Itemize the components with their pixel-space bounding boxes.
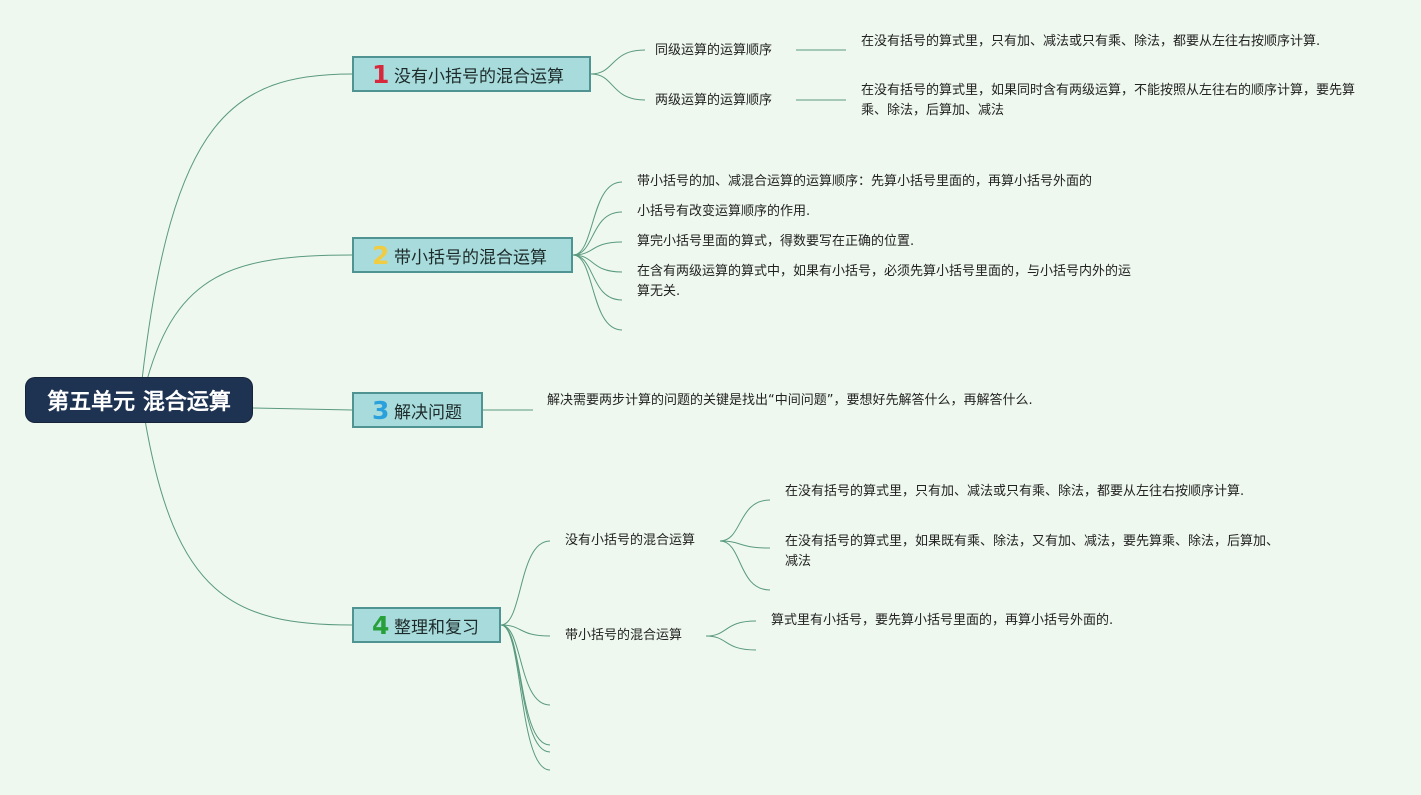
connector-line-3	[251, 407, 353, 411]
subtopic-label-1-2[interactable]: 两级运算的运算顺序	[655, 93, 773, 108]
topic-2-item-4[interactable]: 在含有两级运算的算式中，如果有小括号，必须先算小括号里面的，与小括号内外的运算无…	[637, 264, 1132, 299]
subtopic-label-4-1[interactable]: 没有小括号的混合运算	[565, 533, 696, 548]
connector-line-19	[500, 624, 551, 746]
connector-line-6	[590, 73, 646, 101]
subtopic-4-2-item-1: 算式里有小括号，要先算小括号里面的，再算小括号外面的.	[771, 613, 1114, 628]
root-node[interactable]: 第五单元 混合运算	[26, 378, 252, 422]
topic-label-1: 没有小括号的混合运算	[394, 66, 564, 87]
subtopic-label-1-1[interactable]: 同级运算的运算顺序	[655, 43, 773, 58]
connector-line-20	[500, 624, 551, 753]
subtopic-detail-1-1: 在没有括号的算式里，只有加、减法或只有乘、除法，都要从左往右按顺序计算.	[861, 34, 1321, 49]
topic-node-3[interactable]: 3 解决问题	[352, 392, 483, 428]
topic-2-item-2[interactable]: 小括号有改变运算顺序的作用.	[637, 204, 811, 219]
topic-label-3: 解决问题	[394, 402, 462, 423]
topic-number-4: 4	[372, 610, 390, 640]
topic-2-item-1[interactable]: 带小括号的加、减混合运算的运算顺序：先算小括号里面的，再算小括号外面的	[637, 174, 1093, 189]
connector-line-14	[572, 254, 623, 331]
subtopic-4-1-item-1: 在没有括号的算式里，只有加、减法或只有乘、除法，都要从左往右按顺序计算.	[785, 484, 1245, 499]
topic-number-2: 2	[372, 240, 390, 270]
connector-line-10	[572, 211, 623, 256]
topic-node-1[interactable]: 1 没有小括号的混合运算	[352, 56, 591, 92]
topic-label-4: 整理和复习	[394, 617, 479, 638]
connector-line-4	[144, 419, 353, 626]
connector-line-17	[500, 624, 551, 637]
topic-2-item-3[interactable]: 算完小括号里面的算式，得数要写在正确的位置.	[637, 234, 915, 249]
connector-line-18	[500, 624, 551, 706]
topic-node-4[interactable]: 4 整理和复习	[352, 607, 501, 643]
topic-number-1: 1	[372, 59, 390, 89]
topic-label-2: 带小括号的混合运算	[394, 247, 547, 268]
connector-line-5	[590, 49, 646, 75]
connector-line-11	[572, 241, 623, 256]
connector-line-16	[500, 540, 551, 626]
subtopic-detail-1-2: 在没有括号的算式里，如果同时含有两级运算，不能按照从左往右的顺序计算，要先算乘、…	[861, 83, 1356, 118]
connector-line-24	[719, 540, 771, 591]
connector-line-22	[719, 499, 771, 542]
subtopic-4-1-item-2: 在没有括号的算式里，如果既有乘、除法，又有加、减法，要先算乘、除法，后算加、减法	[785, 534, 1280, 569]
connector-line-23	[719, 540, 771, 549]
connector-line-12	[572, 254, 623, 273]
connector-line-9	[572, 181, 623, 256]
topic-node-2[interactable]: 2 带小括号的混合运算	[352, 237, 573, 273]
topic-3-detail[interactable]: 解决需要两步计算的问题的关键是找出“中间问题”，要想好先解答什么，再解答什么.	[547, 393, 1033, 408]
topic-number-3: 3	[372, 395, 390, 425]
subtopic-label-4-2[interactable]: 带小括号的混合运算	[565, 628, 683, 643]
connector-line-26	[705, 635, 757, 651]
connector-line-25	[705, 620, 757, 637]
connector-line-21	[500, 624, 551, 771]
connector-line-2	[146, 254, 353, 381]
connector-line-13	[572, 254, 623, 301]
connector-line-1	[141, 73, 353, 381]
root-title: 第五单元 混合运算	[47, 390, 231, 415]
